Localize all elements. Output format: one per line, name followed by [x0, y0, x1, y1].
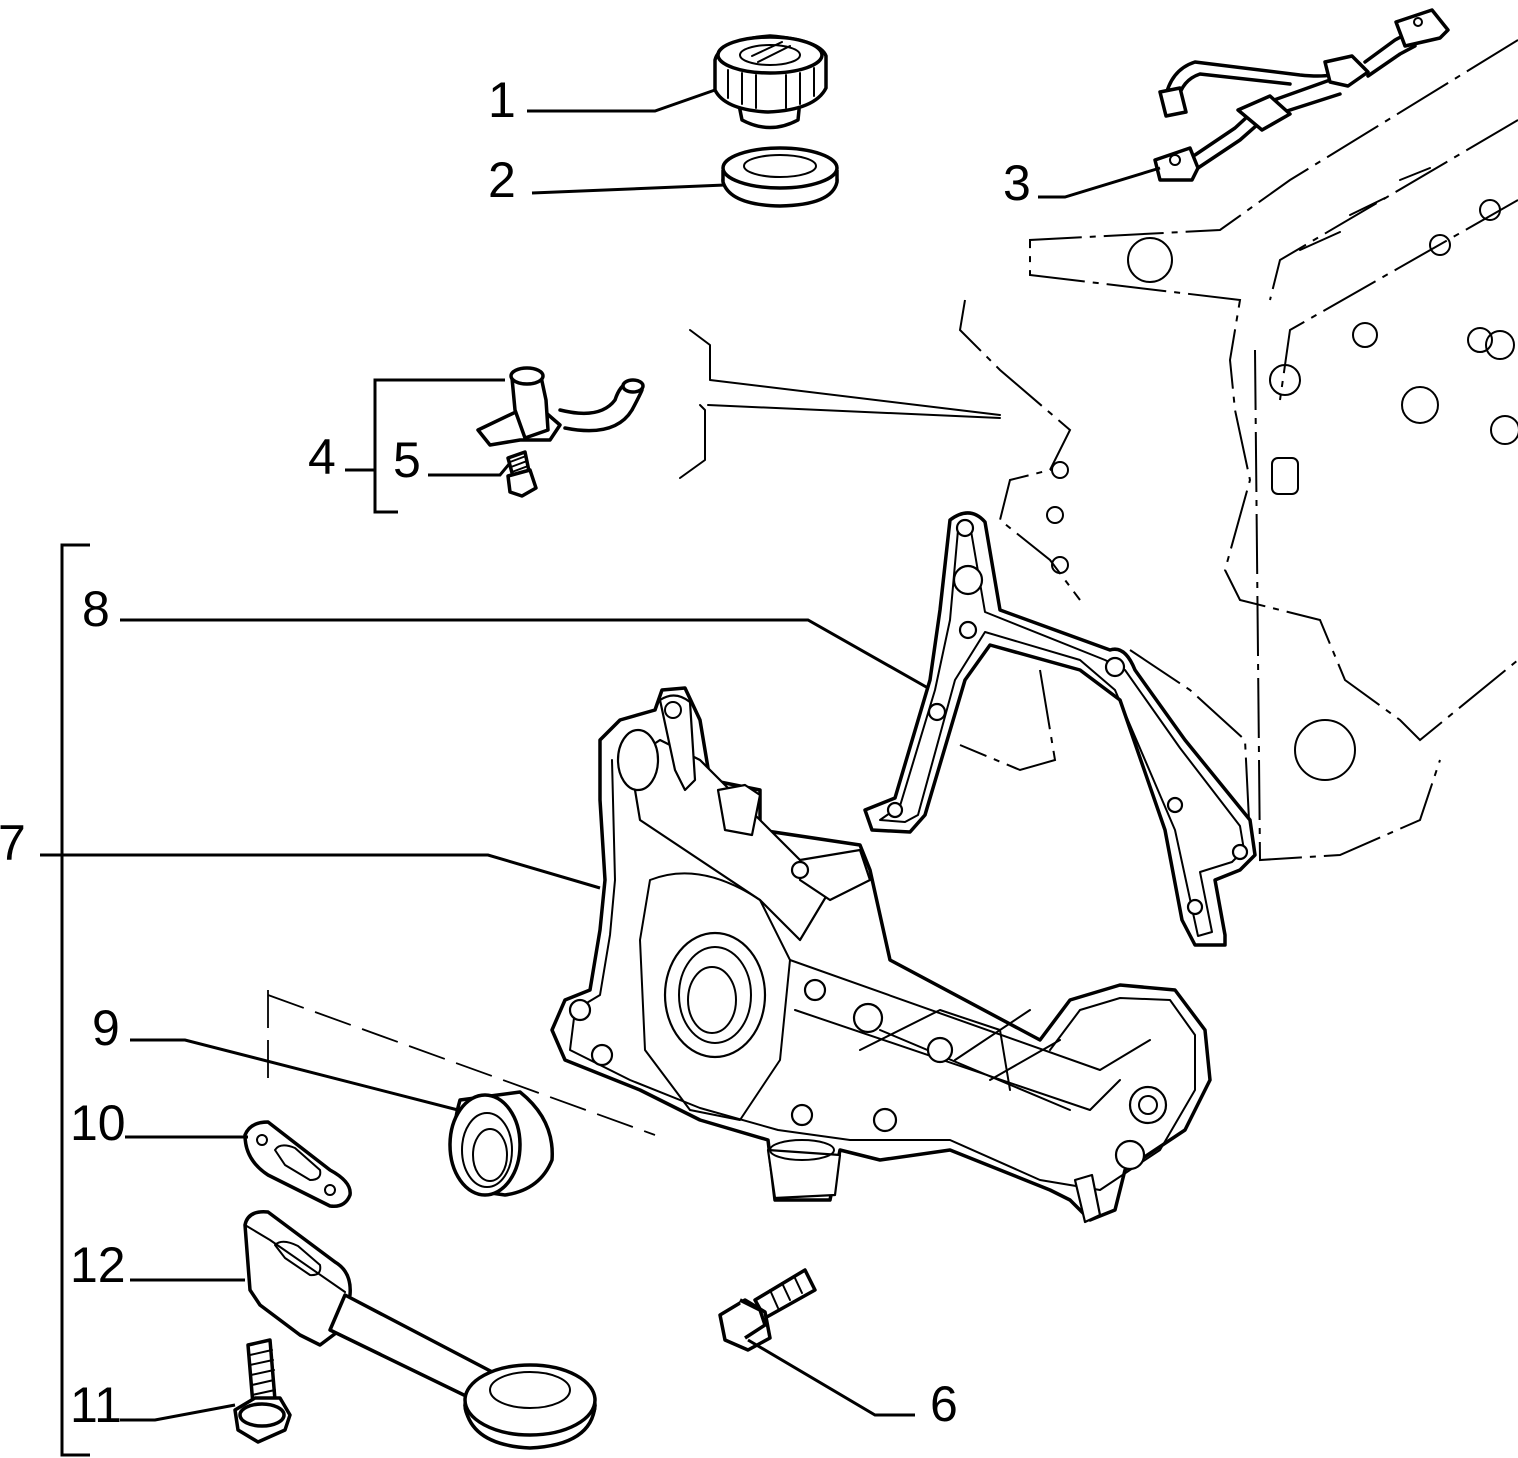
callout-4: 4	[308, 429, 336, 485]
seal-ring	[721, 146, 839, 208]
callout-10: 10	[70, 1095, 126, 1151]
reference-dashed-lines	[267, 329, 1001, 1136]
callout-3: 3	[1003, 155, 1031, 211]
callout-11: 11	[70, 1377, 122, 1433]
callout-6: 6	[930, 1376, 958, 1432]
pump-bolt	[718, 1268, 817, 1352]
bracket-with-pipe	[476, 366, 645, 447]
pickup-bolt	[233, 1338, 292, 1444]
engine-block-outline	[958, 39, 1518, 862]
leader-lines	[40, 88, 1161, 1457]
strainer-gasket	[243, 1120, 352, 1209]
callout-2: 2	[488, 152, 516, 208]
pump-oil-seal	[448, 1090, 554, 1197]
oil-pump-gasket	[863, 511, 1257, 947]
callout-labels: 1 2 3 4 5 6 7 8 9 10 11 12	[0, 72, 1031, 1433]
sensor-cable-harness	[1153, 8, 1450, 182]
oil-filler-cap	[713, 34, 828, 130]
callout-7: 7	[0, 815, 26, 871]
callout-1: 1	[488, 72, 516, 128]
callout-9: 9	[92, 1000, 120, 1056]
callout-5: 5	[393, 432, 421, 488]
screw-small	[506, 450, 538, 498]
oil-strainer-pickup	[243, 1210, 597, 1450]
callout-8: 8	[82, 581, 110, 637]
oil-pump-body	[550, 686, 1212, 1224]
callout-12: 12	[70, 1237, 126, 1293]
